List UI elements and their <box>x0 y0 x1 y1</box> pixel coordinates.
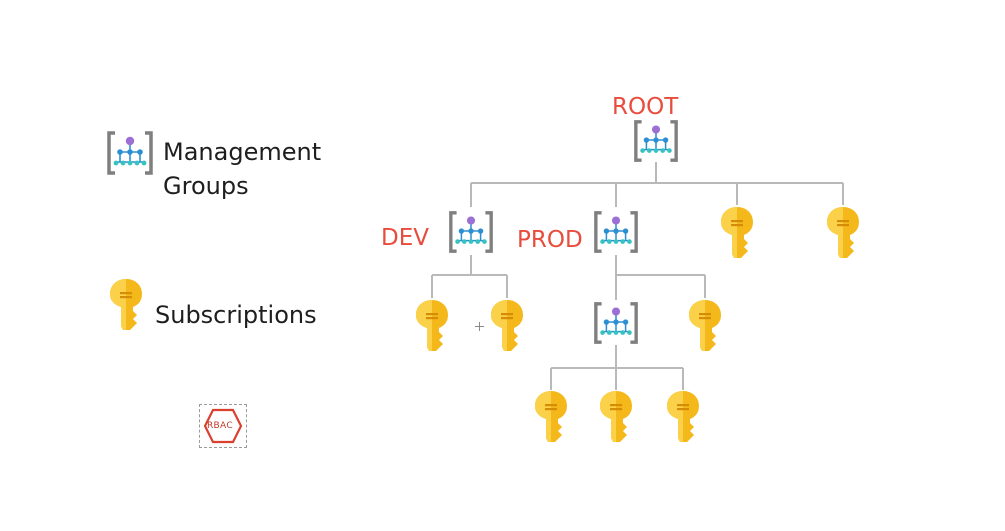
root-subscription-key-icon-1 <box>719 206 755 260</box>
dev-subscription-key-icon-1 <box>414 299 450 353</box>
dev-subscription-key-icon-2 <box>489 299 525 353</box>
rbac-badge[interactable]: RBAC <box>199 404 247 448</box>
prod-subscription-key-icon <box>687 299 723 353</box>
prod-management-group-icon <box>591 208 641 256</box>
crosshair-cursor-icon <box>475 318 484 331</box>
rbac-hexagon-icon <box>203 408 243 444</box>
nested-management-group-icon <box>591 299 641 347</box>
management-group-icon <box>105 128 155 178</box>
subscription-key-icon <box>108 278 144 332</box>
management-groups-legend-label: Management Groups <box>163 138 322 200</box>
root-label: ROOT <box>612 94 679 120</box>
subscriptions-legend-label: Subscriptions <box>155 301 317 329</box>
dev-label: DEV <box>381 225 429 251</box>
prod-label: PROD <box>517 227 583 253</box>
nested-subscription-key-icon-1 <box>533 390 569 444</box>
nested-subscription-key-icon-3 <box>665 390 701 444</box>
nested-subscription-key-icon-2 <box>598 390 634 444</box>
root-subscription-key-icon-2 <box>825 206 861 260</box>
dev-management-group-icon <box>446 208 496 256</box>
root-management-group-icon <box>631 117 681 165</box>
rbac-badge-text: RBAC <box>207 421 233 431</box>
